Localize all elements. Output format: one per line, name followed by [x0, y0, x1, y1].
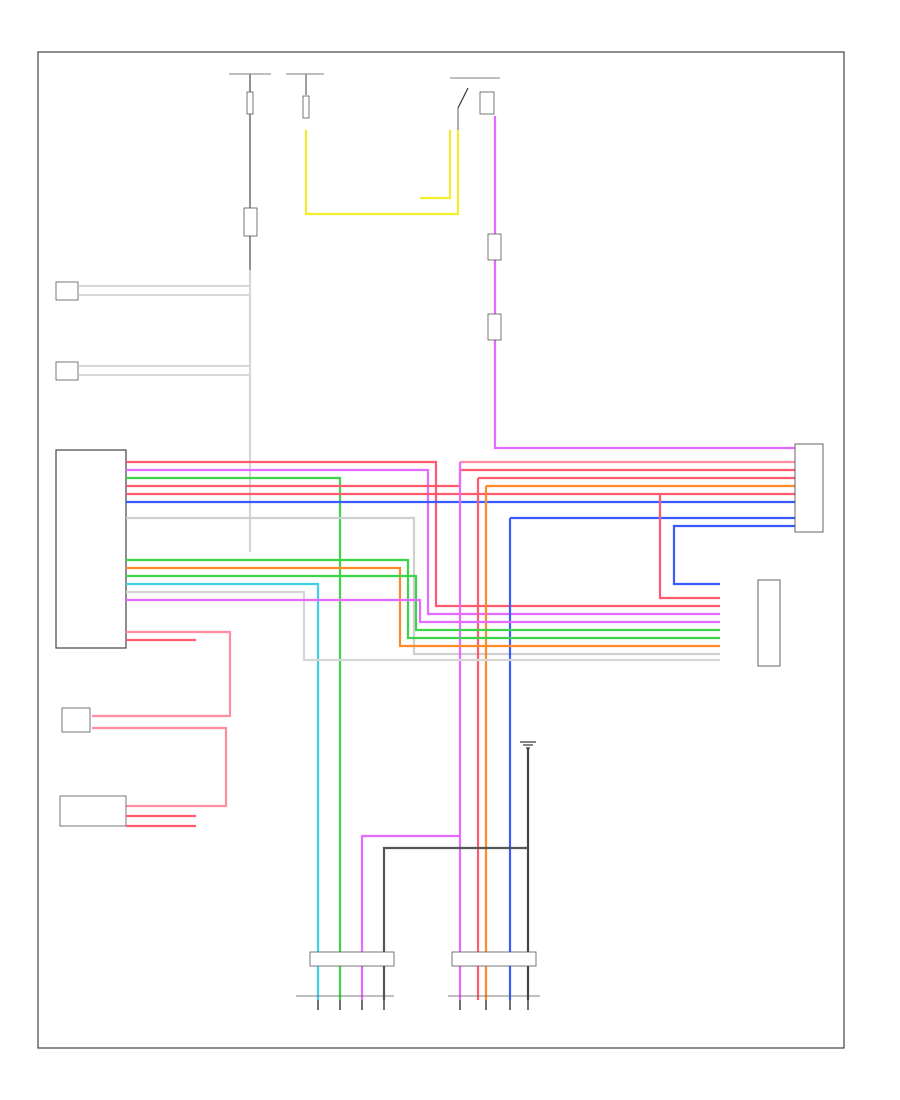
green-wire-1: [126, 476, 342, 1000]
pink-wire-l2: [92, 726, 228, 808]
red-wire-1: [126, 460, 720, 608]
bottom-pins: [317, 1000, 529, 1010]
red-wire-amp: [658, 494, 720, 600]
blue-wire-amp: [672, 524, 795, 586]
connector-icon: [59, 795, 127, 827]
magenta-wire-2: [126, 598, 720, 624]
magenta-wire: [493, 116, 795, 450]
ignition-relay: [450, 77, 795, 450]
front-speakers-right-group: [448, 951, 540, 997]
fuse-box-top-center: [286, 73, 460, 216]
ground-icon: [520, 741, 536, 749]
fuse-icon: [302, 95, 310, 119]
pink-wire-l: [92, 630, 232, 718]
connector-icon: [61, 707, 91, 733]
green-wire-3: [126, 574, 720, 632]
yellow-wire: [304, 130, 460, 216]
power-amplifier-right: [757, 579, 781, 667]
diagram-frame: [37, 51, 845, 1049]
yellow-wire-2: [420, 130, 452, 200]
cyan-wire: [126, 582, 320, 1000]
left-connectors: [55, 281, 250, 381]
gray-wire-2: [126, 516, 720, 656]
connector-icon: [487, 313, 502, 341]
magenta-wire-1: [126, 468, 720, 616]
orange-wire-2: [126, 566, 720, 648]
connector-icon: [243, 207, 258, 237]
gray-wire-3: [126, 590, 720, 662]
audio-unit-left: [55, 449, 127, 649]
gray-loop: [382, 846, 528, 1000]
cd-changer-right: [794, 443, 824, 533]
magenta-loop: [360, 834, 460, 1000]
fuse-box-top-left: [229, 73, 271, 270]
connector-icon: [487, 233, 502, 261]
fuse-icon: [246, 91, 254, 115]
relay-icon: [457, 87, 495, 115]
front-speakers-left-group: [296, 951, 395, 997]
